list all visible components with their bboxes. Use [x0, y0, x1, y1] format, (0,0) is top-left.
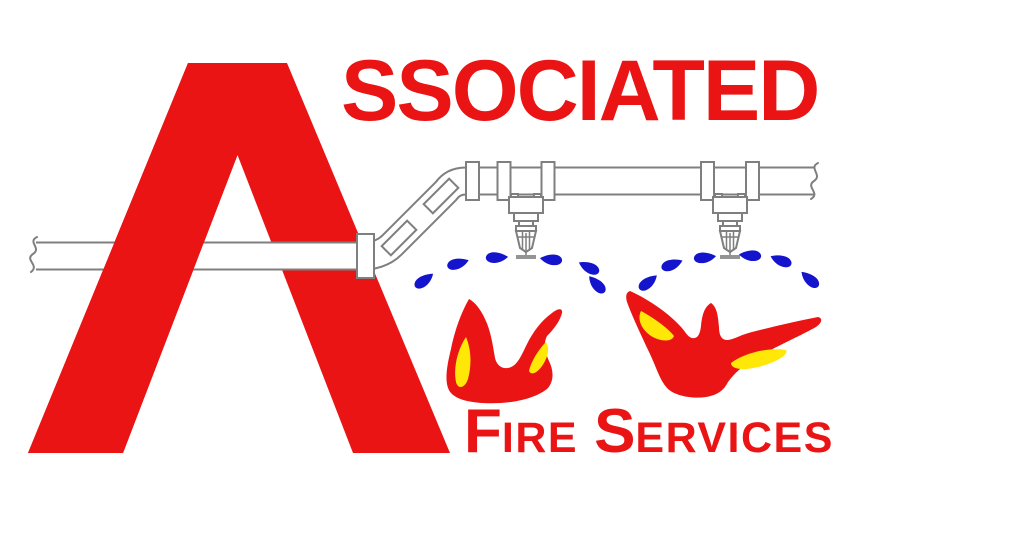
sprinkler-head-icon	[508, 193, 544, 259]
flame-icon-large	[626, 291, 822, 398]
flame-core	[639, 311, 674, 341]
flame-icon-small	[446, 299, 563, 404]
flame-core	[731, 349, 787, 370]
pipe-coupling	[356, 233, 375, 279]
water-droplet	[539, 252, 563, 267]
services-rest: ERVICES	[635, 414, 834, 462]
pipe-coupling	[465, 161, 480, 201]
fire-initial: F	[464, 397, 502, 466]
sprinkler-head-icon	[712, 193, 748, 259]
water-spray-arc	[412, 250, 609, 297]
pipe-coupling	[745, 161, 760, 201]
water-droplet	[768, 250, 794, 270]
flame-core	[529, 342, 549, 374]
wordmark-associated-suffix: SSOCIATED	[341, 43, 820, 139]
pipe-break-mark-left	[29, 236, 38, 273]
water-droplet	[693, 250, 717, 265]
fire-rest: IRE	[501, 414, 579, 462]
pipe-coupling	[422, 177, 460, 215]
water-droplet	[659, 254, 685, 274]
pipe-coupling	[700, 161, 715, 201]
letter-a-left-leg-overlay	[28, 63, 238, 453]
water-droplet	[738, 248, 762, 263]
pipe-coupling	[380, 219, 418, 257]
pipe-coupling	[496, 161, 512, 201]
pipe-break-mark-right	[810, 162, 819, 200]
services-initial: S	[594, 397, 636, 466]
water-droplet	[585, 272, 609, 297]
pipe-couplings	[356, 161, 760, 279]
water-droplet	[576, 257, 602, 278]
pipe-coupling	[540, 161, 556, 201]
water-droplet	[485, 250, 509, 264]
water-droplet	[445, 254, 471, 273]
flame-core	[455, 337, 471, 388]
water-droplet	[798, 267, 822, 291]
water-droplet	[636, 270, 660, 294]
water-droplet	[412, 269, 437, 292]
